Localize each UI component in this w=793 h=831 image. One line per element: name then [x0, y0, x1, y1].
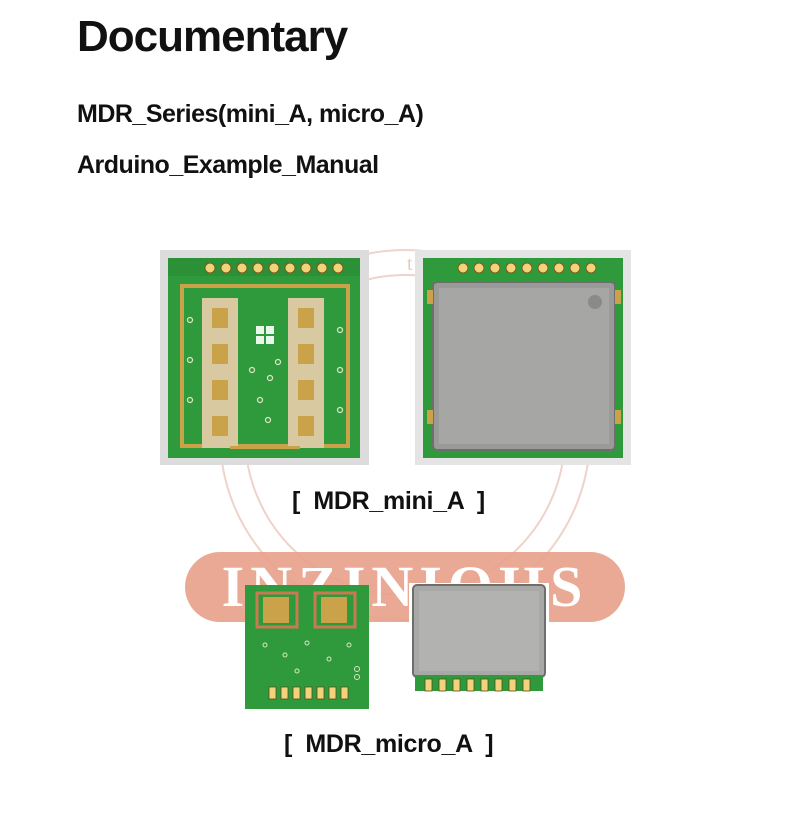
document-subtitle-manual: Arduino_Example_Manual: [77, 151, 379, 179]
mdr-micro-a-caption: [ MDR_micro_A ]: [284, 730, 494, 758]
mdr-micro-a-shield-photo: [409, 583, 549, 701]
document-title: Documentary: [77, 12, 348, 61]
mdr-mini-a-caption: [ MDR_mini_A ]: [292, 487, 485, 515]
document-subtitle-series: MDR_Series(mini_A, micro_A): [77, 100, 424, 128]
mdr-mini-a-pcb-photo: [160, 250, 369, 465]
mdr-mini-a-shield-photo: [415, 250, 631, 465]
mdr-micro-a-pcb-photo: [245, 585, 369, 709]
